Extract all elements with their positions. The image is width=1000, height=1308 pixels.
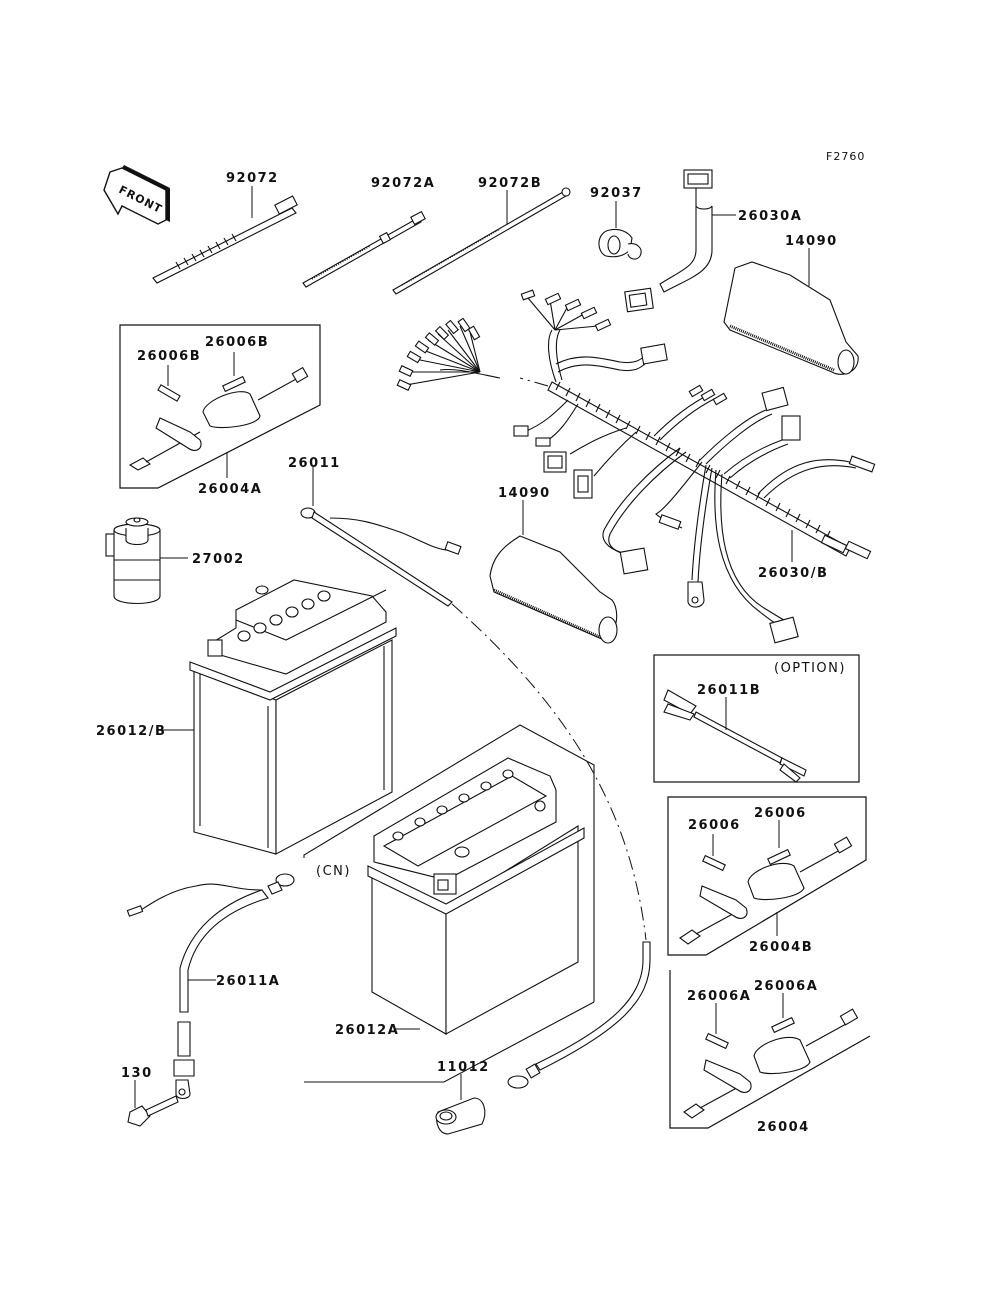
lead-26011B-option[interactable]: (OPTION) 26011B xyxy=(653,654,860,783)
fuse-26006A-right[interactable]: 26006A xyxy=(754,979,818,1034)
fuse-26006A-left[interactable]: 26006A xyxy=(687,989,751,1050)
part-label: 26030A xyxy=(738,209,802,224)
part-label: 26004B xyxy=(749,940,813,955)
clamp-92037[interactable]: 92037 xyxy=(590,186,643,260)
part-label: 92072B xyxy=(478,176,542,191)
part-label: 26006 xyxy=(688,818,741,833)
lead-26011[interactable]: 26011 xyxy=(288,456,462,607)
cap-11012[interactable]: 11012 xyxy=(435,1060,490,1135)
battery-26012A[interactable]: (CN) 26012A xyxy=(303,724,595,1083)
part-label: 26030/B xyxy=(758,566,828,581)
fuse-holder-26004[interactable]: 26006A 26006A 26004 xyxy=(669,970,871,1135)
cable-tie-92072[interactable]: 92072 xyxy=(152,171,298,284)
part-label: 26012/B xyxy=(96,724,166,739)
reference-code: F2760 xyxy=(826,150,865,163)
part-label: 26006B xyxy=(205,335,269,350)
fuse-26006B-right[interactable]: 26006B xyxy=(205,335,269,393)
lead-terminal-lower xyxy=(507,941,651,1089)
battery-26012B[interactable]: 26012/B xyxy=(96,579,397,855)
part-label: 26011 xyxy=(288,456,341,471)
part-label: 26011B xyxy=(697,683,761,698)
fuse-26006-right[interactable]: 26006 xyxy=(754,806,807,866)
cover-14090-bottom[interactable]: 14090 xyxy=(489,486,618,644)
part-label: 26004 xyxy=(757,1120,810,1135)
main-harness-26030B[interactable]: 26030/B xyxy=(396,289,876,644)
part-label: 26006A xyxy=(687,989,751,1004)
fuse-26006-left[interactable]: 26006 xyxy=(688,818,741,872)
fuse-26006B-left[interactable]: 26006B xyxy=(137,349,201,402)
part-label: 27002 xyxy=(192,552,245,567)
fuse-holder-26004A[interactable]: 26006B 26006B 26004A xyxy=(119,324,321,497)
part-label: 26012A xyxy=(335,1023,399,1038)
part-label: 26004A xyxy=(198,482,262,497)
part-label: 14090 xyxy=(498,486,551,501)
routing-line xyxy=(451,603,647,941)
option-annotation: (OPTION) xyxy=(774,661,846,676)
sub-harness-26030A[interactable]: 26030A xyxy=(624,169,803,313)
fuse-holder-26004B[interactable]: 26006 26006 26004B xyxy=(667,796,867,956)
cn-annotation: (CN) xyxy=(316,864,351,879)
part-label: 26006 xyxy=(754,806,807,821)
bolt-130[interactable]: 130 xyxy=(121,1066,179,1127)
part-label: 92072 xyxy=(226,171,279,186)
cable-tie-92072B[interactable]: 92072B xyxy=(392,176,571,295)
part-label: 14090 xyxy=(785,234,838,249)
part-label: 26011A xyxy=(216,974,280,989)
part-label: 26006A xyxy=(754,979,818,994)
part-label: 92072A xyxy=(371,176,435,191)
lead-26011A[interactable]: 26011A xyxy=(126,873,295,1100)
part-label: 130 xyxy=(121,1066,153,1081)
cover-14090-top[interactable]: 14090 xyxy=(723,234,859,375)
cable-tie-92072A[interactable]: 92072A xyxy=(302,176,435,288)
relay-27002[interactable]: 27002 xyxy=(105,517,245,604)
front-arrow-icon: FRONT xyxy=(103,165,170,225)
part-label: 92037 xyxy=(590,186,643,201)
part-label: 11012 xyxy=(437,1060,490,1075)
part-label: 26006B xyxy=(137,349,201,364)
